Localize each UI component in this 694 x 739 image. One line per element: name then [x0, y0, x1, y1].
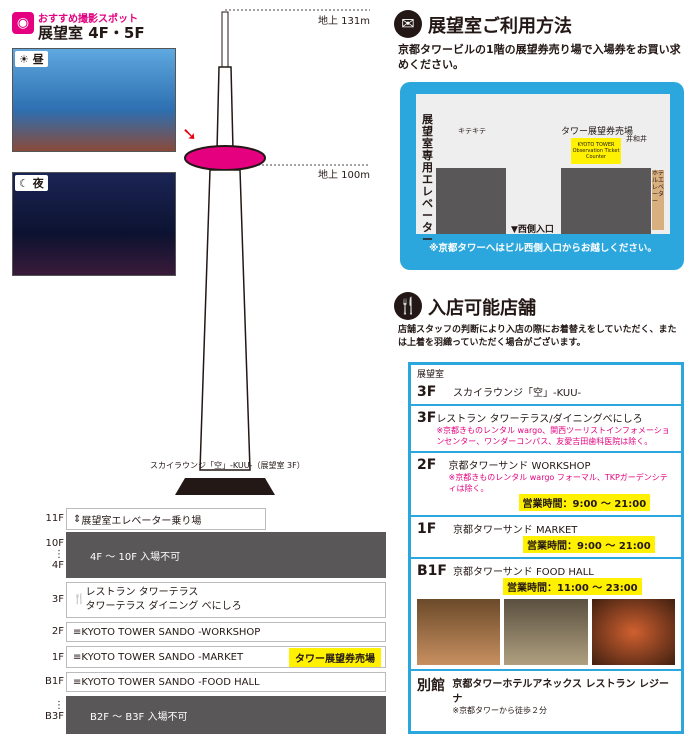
- elevator-icon: ⇕: [73, 513, 82, 525]
- howto-note: ※京都タワーへはビル西側入口からお越しください。: [429, 243, 657, 254]
- arrow-icon: ➘: [182, 124, 198, 145]
- map-counter: KYOTO TOWER Observation Ticket Counter: [571, 138, 621, 164]
- shop-floor: 1F: [417, 521, 437, 537]
- food-photo: [591, 599, 675, 665]
- shop-row: 2F 京都タワーサンド WORKSHOP※京都きものレンタル wargo フォーマ…: [411, 453, 681, 517]
- map-area: 展望室専用エレベーター キテキテ タワー展望券売場 KYOTO TOWER Ob…: [416, 94, 670, 246]
- food-hall-photo: [504, 599, 588, 665]
- food-photos: [417, 599, 675, 665]
- shop-note: ※京都タワーから徒歩２分: [452, 706, 548, 715]
- shop-icon: ≡: [73, 676, 82, 688]
- shop-hours: 営業時間：9:00 ～ 21:00: [523, 536, 655, 553]
- ticket-badge: タワー展望券売場: [289, 647, 381, 667]
- map-shop: 井和井: [626, 135, 647, 143]
- floor-b2-b3: B2F ～ B3F 入場不可: [66, 696, 386, 734]
- map-counter-label: タワー展望券売場: [561, 127, 634, 137]
- floor-4-10: 4F ～ 10F 入場不可: [66, 532, 386, 578]
- floor-label: 3F: [51, 594, 64, 605]
- tower-illustration: [175, 9, 370, 495]
- camera-icon: ◉: [12, 12, 34, 34]
- shop-name: レストラン タワーテラス/ダイニングべにしろ: [436, 414, 643, 425]
- day-photo: ☀ 昼: [12, 48, 176, 152]
- shop-name: 京都タワーサンド MARKET: [453, 525, 578, 536]
- howto-title: 展望室ご利用方法: [428, 16, 572, 37]
- food-hall-photo: [417, 599, 501, 665]
- howto-lead: 京都タワービルの1階の展望券売り場で入場券をお買い求めください。: [398, 43, 681, 71]
- shop-name: スカイラウンジ「空」-KUU-: [453, 388, 582, 399]
- map-panel: 展望室専用エレベーター キテキテ タワー展望券売場 KYOTO TOWER Ob…: [400, 82, 684, 270]
- shop-note: ※京都きものレンタル wargo フォーマル、TKPガーデンシティは除く。: [448, 473, 668, 493]
- shop-name: 京都タワーホテルアネックス レストラン レジーナ: [452, 679, 670, 705]
- shop-icon: ≡: [73, 651, 82, 663]
- floor-11f: ⇕ 展望室エレベーター乗り場: [66, 508, 266, 530]
- shop-row: 3F スカイラウンジ「空」-KUU-: [411, 380, 681, 406]
- moon-icon: ☾ 夜: [15, 175, 48, 191]
- shop-floor: 3F: [417, 384, 437, 400]
- shop-floor: 別館: [417, 678, 445, 694]
- obs-label: 展望室: [417, 370, 445, 380]
- shop-hours: 営業時間：11:00 ～ 23:00: [503, 578, 642, 595]
- restaurant-caption: スカイラウンジ「空」-KUU-（展望室 3F）: [150, 461, 305, 470]
- map-hotel-elevator: ホテルエレベーター: [652, 170, 664, 230]
- floor-label: 2F: [51, 626, 64, 637]
- shop-hours: 営業時間：9:00 ～ 21:00: [518, 494, 651, 511]
- shop-floor: B1F: [417, 563, 447, 579]
- floor-label: 10F ⋮ 4F: [45, 538, 64, 571]
- height-obs: 地上 100m: [318, 170, 371, 181]
- map-block: [436, 168, 506, 234]
- floor-2f: ≡ KYOTO TOWER SANDO -WORKSHOP: [66, 622, 386, 642]
- shops-lead: 店舗スタッフの判断により入店の際にお着替えをしていただく、または上着を羽織ってい…: [398, 325, 677, 348]
- header-main: 展望室 4F・5F: [38, 24, 145, 42]
- header-sub: おすすめ撮影スポット: [38, 14, 138, 25]
- shop-icon: ≡: [73, 626, 82, 638]
- shop-name: 京都タワーサンド WORKSHOP: [448, 461, 591, 472]
- shop-floor: 3F: [417, 410, 437, 426]
- shops-title: 入店可能店舗: [428, 298, 536, 319]
- cutlery-icon: 🍴: [394, 292, 422, 320]
- floor-label: ⋮ B3F: [45, 700, 64, 722]
- howto-icon: ✉: [394, 10, 422, 38]
- height-top: 地上 131m: [318, 16, 371, 27]
- floor-label: 11F: [45, 513, 64, 524]
- floor-3f: 🍴 レストラン タワーテラス タワーテラス ダイニング べにしろ: [66, 582, 386, 618]
- floor-label: B1F: [45, 676, 64, 687]
- shop-row: 別館京都タワーホテルアネックス レストラン レジーナ※京都タワーから徒歩２分: [411, 671, 681, 720]
- floor-1f: ≡ KYOTO TOWER SANDO -MARKET タワー展望券売場: [66, 646, 386, 668]
- shop-note: ※京都きものレンタル wargo、関西ツーリストインフォメーションセンター、ワン…: [436, 426, 670, 446]
- map-shop: キテキテ: [458, 127, 486, 135]
- night-photo: ☾ 夜: [12, 172, 176, 276]
- map-elevator-label: 展望室専用エレベーター: [422, 113, 433, 246]
- map-block: [561, 168, 651, 234]
- cutlery-icon: 🍴: [73, 594, 86, 605]
- floor-label: 1F: [51, 652, 64, 663]
- sun-icon: ☀ 昼: [15, 51, 48, 67]
- shop-name: 京都タワーサンド FOOD HALL: [453, 567, 594, 578]
- shop-floor: 2F: [417, 457, 437, 473]
- map-entrance: ▼西側入口: [511, 225, 554, 235]
- floor-b1f: ≡ KYOTO TOWER SANDO -FOOD HALL: [66, 672, 386, 692]
